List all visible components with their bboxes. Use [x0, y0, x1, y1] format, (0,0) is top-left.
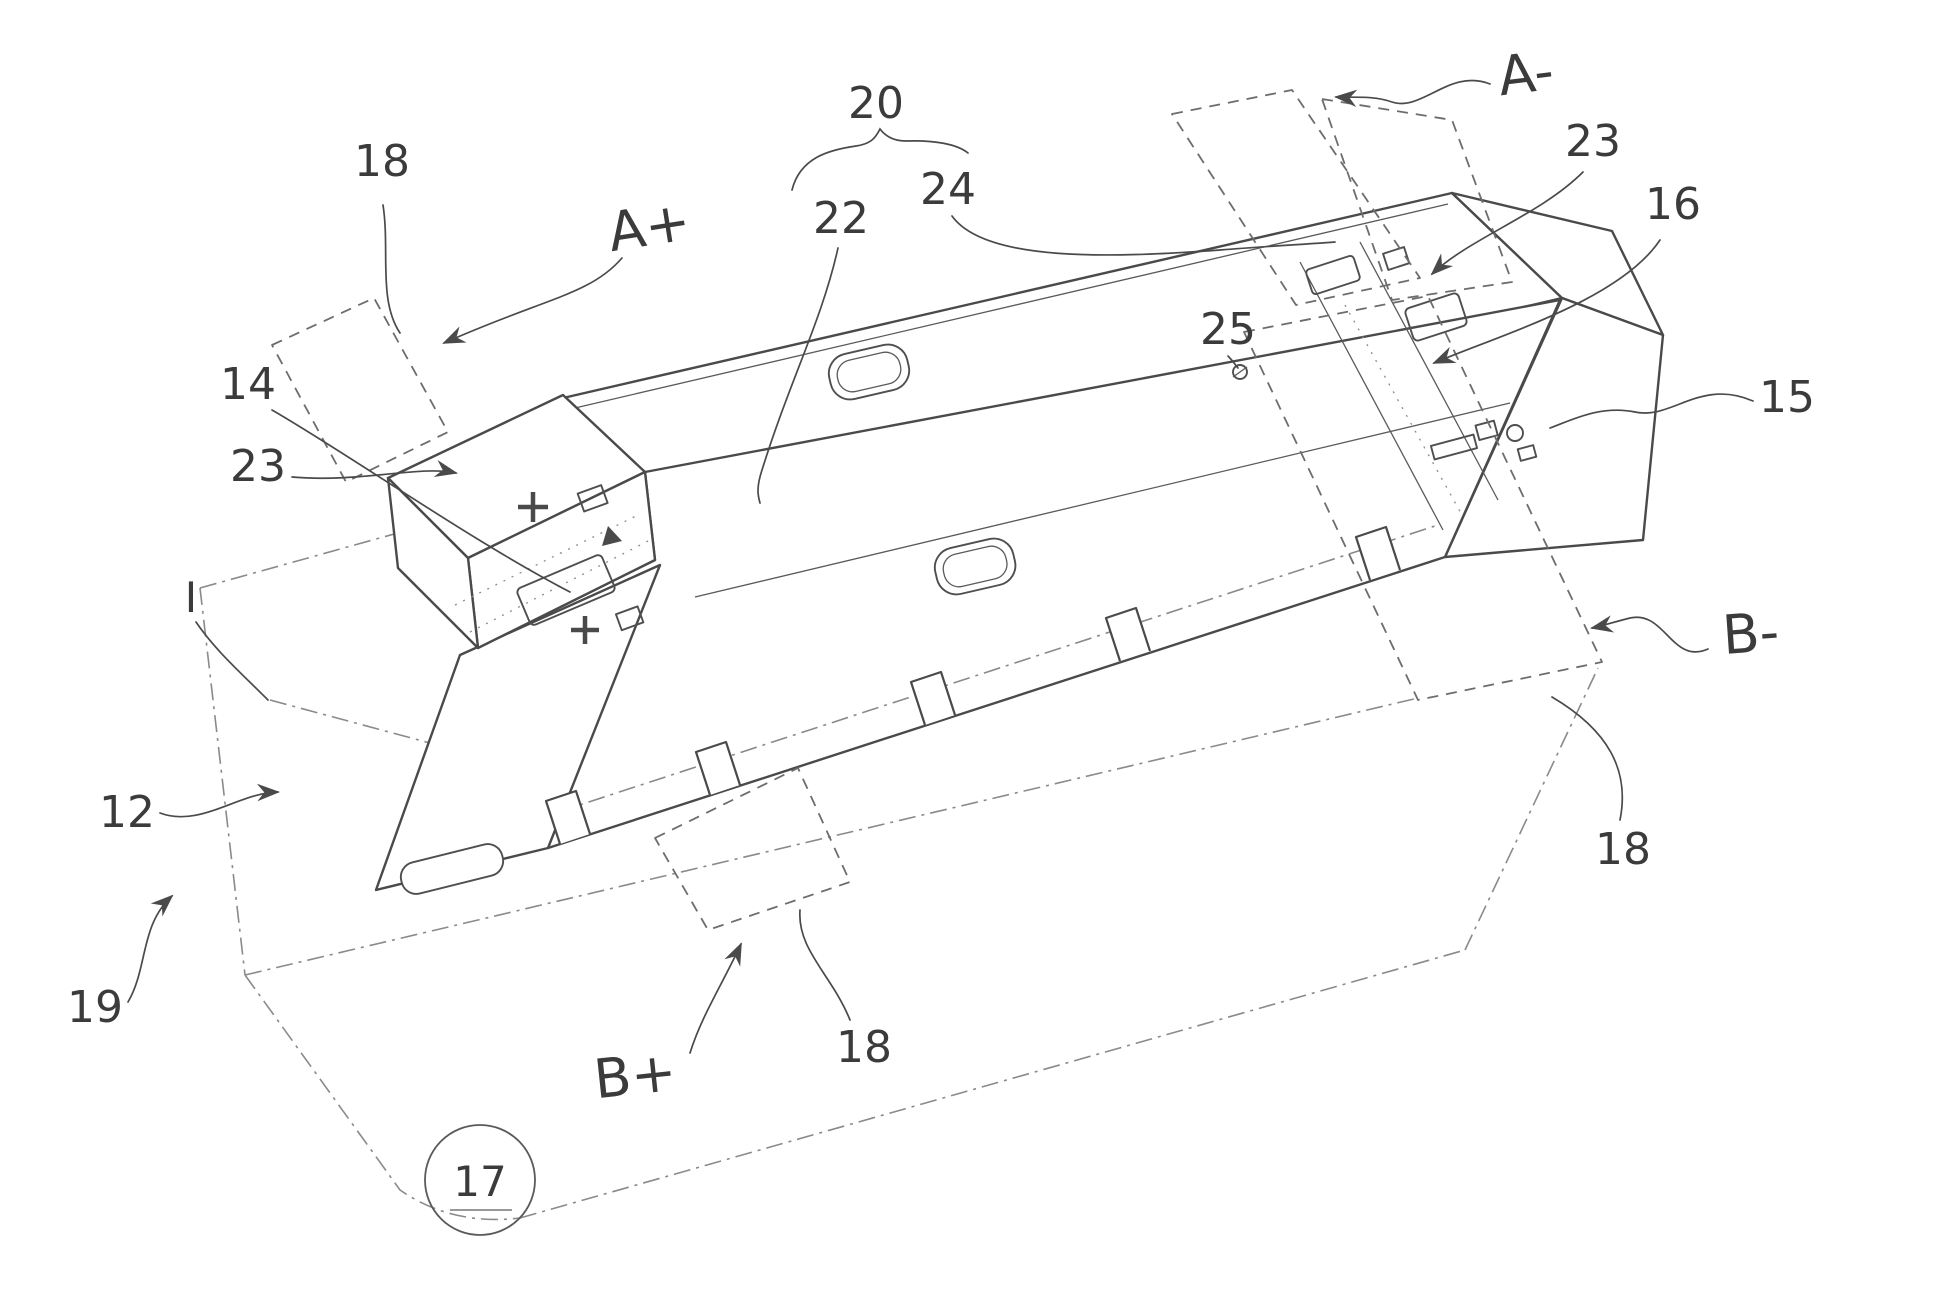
notch-tab — [1104, 606, 1152, 662]
right-cap-vent-rect — [1516, 444, 1538, 462]
leader-15 — [1549, 393, 1754, 429]
label-16: 16 — [1645, 179, 1701, 230]
leader-19-arrow — [127, 894, 174, 1003]
label-a-plus: A+ — [604, 189, 695, 264]
label-25: 25 — [1200, 304, 1256, 355]
label-b-minus: B- — [1720, 600, 1781, 667]
bottom-edge-notches — [544, 525, 1402, 845]
phantom-front-top-edge — [244, 697, 1419, 976]
flaps — [271, 89, 1603, 931]
notch-tab — [909, 670, 957, 726]
plus-terminal-icon — [571, 616, 599, 644]
flap-b-minus — [1243, 295, 1603, 701]
leader-a-minus-arrow — [1334, 79, 1491, 108]
leader-25 — [1227, 355, 1239, 369]
label-15: 15 — [1759, 372, 1815, 423]
label-b-plus: B+ — [591, 1040, 679, 1111]
label-18-top-left: 18 — [354, 136, 410, 187]
handle-slot-front-inner — [942, 545, 1008, 588]
label-23-left: 23 — [230, 441, 286, 492]
leader-12-arrow — [159, 783, 280, 818]
leader-18-right — [1551, 696, 1624, 821]
end-cap-left-side-face — [386, 476, 480, 650]
flap-a-minus-far — [1321, 98, 1513, 301]
leader-lines — [127, 79, 1754, 1236]
handle-slots — [827, 343, 1017, 596]
end-cap-right-details — [1232, 241, 1538, 531]
housing-lower-left-face — [374, 563, 662, 892]
right-terminal-strip-edge — [1299, 261, 1444, 531]
brace-20 — [791, 127, 969, 191]
label-17: 17 — [453, 1157, 506, 1206]
leader-23-right-arrow — [1430, 171, 1584, 276]
label-a-minus: A- — [1494, 39, 1557, 108]
left-terminal-block — [516, 554, 616, 626]
fastener-25-screw — [1232, 364, 1248, 380]
label-18-bottom: 18 — [836, 1022, 892, 1073]
right-terminal-slot — [1305, 255, 1361, 295]
right-terminal-bar — [1429, 433, 1479, 461]
label-14: 14 — [220, 359, 276, 410]
notch-tab — [544, 789, 592, 845]
right-cap-vent-rect — [1474, 419, 1499, 442]
leader-18-top-left — [382, 204, 401, 334]
leader-14 — [271, 409, 571, 593]
label-23-right: 23 — [1565, 116, 1621, 167]
leader-22 — [757, 247, 839, 504]
right-cap-port-circle — [1506, 424, 1524, 442]
left-cap-vent-rect — [576, 484, 609, 513]
leader-16-arrow — [1432, 239, 1661, 364]
housing-ridge-inner-line — [574, 203, 1449, 409]
notch-tab — [694, 740, 742, 796]
left-cap-vent-rect — [614, 605, 645, 632]
handle-slot-top-outer — [827, 343, 911, 401]
leader-b-minus-arrow — [1590, 615, 1709, 653]
leader-a-plus-arrow — [442, 257, 623, 344]
plus-terminal-icon — [518, 492, 548, 522]
phantom-left-corner-edge — [244, 974, 521, 1221]
notch-tab — [1354, 525, 1402, 581]
end-cap-left-details — [454, 484, 651, 644]
housing-body — [374, 191, 1665, 895]
label-24: 24 — [920, 164, 976, 215]
label-axis-i: I — [185, 573, 197, 622]
right-terminal-strip-edge — [1359, 241, 1499, 501]
flap-a-minus-near — [1171, 89, 1421, 306]
label-12: 12 — [99, 787, 155, 838]
phantom-right-edge — [1464, 667, 1599, 951]
label-18-right: 18 — [1595, 824, 1651, 875]
arrow-glyph-icon — [602, 526, 622, 546]
label-20: 20 — [848, 78, 904, 129]
right-cap-vent-rect — [1382, 246, 1411, 271]
phantom-bottom-edge — [519, 949, 1466, 1219]
flap-a-plus — [271, 297, 449, 483]
front-face-seam — [694, 402, 1511, 598]
leader-24 — [951, 215, 1336, 256]
phantom-left-edge — [199, 587, 246, 976]
label-22: 22 — [813, 193, 869, 244]
detail-bubble-17 — [424, 1124, 536, 1236]
fastener-25-slot — [1232, 366, 1248, 378]
leader-23-left-arrow — [291, 459, 458, 480]
handle-slot-front-outer — [933, 537, 1017, 596]
leader-b-plus-arrow — [689, 942, 742, 1054]
leader-axis-i — [195, 621, 269, 701]
housing-foot-tab — [399, 843, 505, 895]
label-19: 19 — [67, 982, 123, 1033]
leader-18-bottom — [799, 909, 851, 1021]
handle-slot-top-inner — [836, 351, 902, 393]
front-face-centerline — [557, 524, 1439, 813]
reference-labels: 18 A+ 20 22 24 A- 23 16 25 15 14 23 I 12… — [67, 39, 1815, 1206]
